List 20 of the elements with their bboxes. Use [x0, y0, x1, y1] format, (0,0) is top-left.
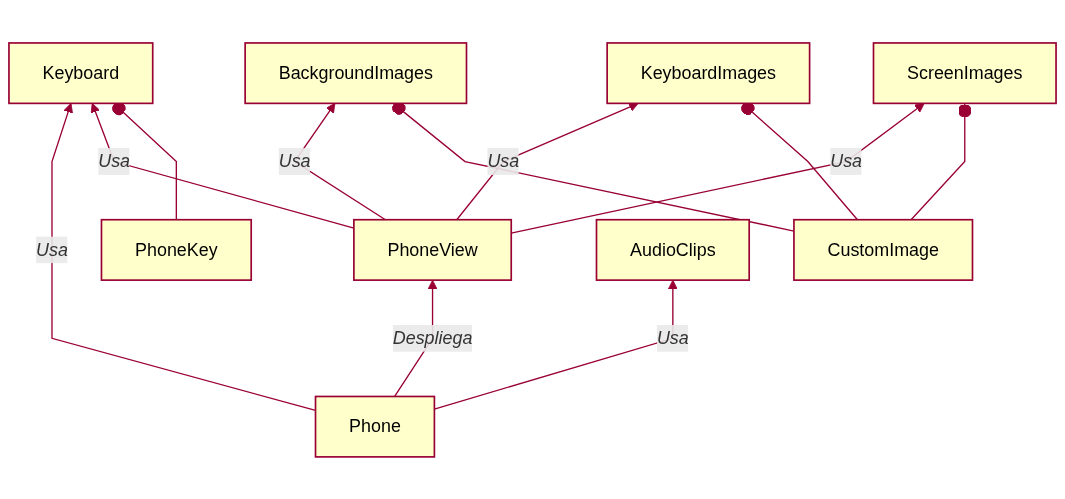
- connector: [112, 101, 177, 220]
- edge-label: Usa: [98, 151, 131, 171]
- node-box: ScreenImages: [872, 41, 1057, 104]
- node-box: AudioClips: [595, 218, 751, 281]
- edge-label: Usa: [278, 151, 311, 171]
- edge-label: Usa: [487, 151, 520, 171]
- node-box: Phone: [314, 395, 436, 458]
- connector: [910, 102, 972, 220]
- arrow: [456, 101, 639, 220]
- node-box: KeyboardImages: [606, 41, 811, 104]
- node-box: Keyboard: [8, 41, 154, 104]
- node-box: PhoneView: [353, 218, 513, 281]
- node-box: BackgroundImages: [244, 41, 468, 104]
- node-box: CustomImage: [793, 218, 974, 281]
- connector: [741, 101, 859, 220]
- edge-label: Despliega: [392, 327, 473, 347]
- node-box: PhoneKey: [100, 218, 253, 281]
- edge-label: Usa: [830, 151, 863, 171]
- edge-label: Usa: [36, 239, 68, 259]
- edge-label: Usa: [656, 327, 689, 347]
